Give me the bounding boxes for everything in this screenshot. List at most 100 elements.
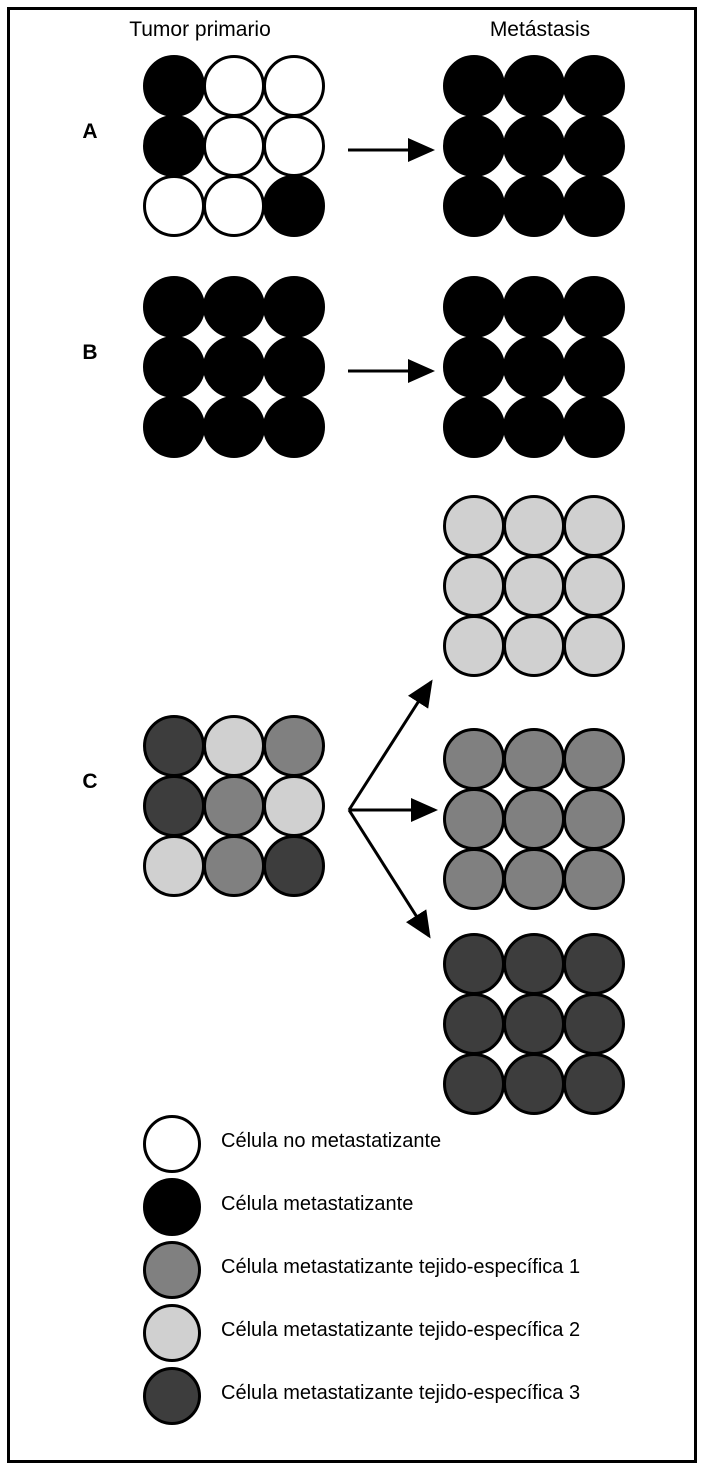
tumor-cell [563, 555, 625, 617]
tumor-cell [143, 276, 205, 338]
tumor-cell [143, 115, 205, 177]
legend-swatch-circle-icon [143, 1241, 201, 1299]
tumor-cell [563, 848, 625, 910]
cell-grid-panel-c-metastasis-3 [443, 933, 625, 1115]
legend-swatch-circle-icon [143, 1367, 201, 1425]
tumor-cell [443, 728, 505, 790]
tumor-cell [263, 55, 325, 117]
tumor-cell [203, 55, 265, 117]
tumor-cell [503, 1053, 565, 1115]
tumor-cell [203, 175, 265, 237]
tumor-cell [203, 396, 265, 458]
arrow-group-panel-c [347, 679, 438, 939]
tumor-cell [563, 495, 625, 557]
tumor-cell [143, 835, 205, 897]
tumor-cell [563, 396, 625, 458]
figure-frame: Tumor primario Metástasis A B C [7, 7, 697, 1463]
legend-label: Célula no metastatizante [221, 1130, 442, 1152]
tumor-cell [443, 993, 505, 1055]
tumor-cell [443, 336, 505, 398]
tumor-cell [503, 848, 565, 910]
tumor-cell [503, 115, 565, 177]
legend-swatch-circle-icon [143, 1304, 201, 1362]
tumor-cell [503, 788, 565, 850]
tumor-cell [263, 175, 325, 237]
tumor-cell [443, 276, 505, 338]
tumor-cell [503, 276, 565, 338]
tumor-cell [503, 396, 565, 458]
tumor-cell [503, 728, 565, 790]
tumor-cell [443, 396, 505, 458]
tumor-cell [263, 276, 325, 338]
tumor-cell [263, 715, 325, 777]
tumor-cell [503, 555, 565, 617]
tumor-cell [563, 115, 625, 177]
tumor-cell [263, 775, 325, 837]
cell-grid-panel-b-primary-tumor [143, 276, 325, 458]
arrow-panel-a [348, 138, 435, 162]
tumor-cell [143, 775, 205, 837]
tumor-cell [203, 336, 265, 398]
tumor-cell [563, 933, 625, 995]
tumor-cell [143, 396, 205, 458]
tumor-cell [443, 115, 505, 177]
tumor-cell [503, 175, 565, 237]
tumor-cell [503, 615, 565, 677]
tumor-cell [503, 55, 565, 117]
legend-swatch-circle-icon [143, 1115, 201, 1173]
legend-label: Célula metastatizante [221, 1193, 414, 1215]
legend-swatch-circle-icon [143, 1178, 201, 1236]
tumor-cell [203, 775, 265, 837]
tumor-cell [563, 615, 625, 677]
tumor-cell [443, 175, 505, 237]
tumor-cell [203, 115, 265, 177]
tumor-cell [563, 788, 625, 850]
tumor-cell [503, 495, 565, 557]
tumor-cell [503, 933, 565, 995]
tumor-cell [563, 276, 625, 338]
legend-label: Célula metastatizante tejido-específica … [221, 1382, 581, 1404]
tumor-cell [503, 993, 565, 1055]
tumor-cell [563, 1053, 625, 1115]
tumor-cell [443, 555, 505, 617]
tumor-cell [443, 1053, 505, 1115]
panel-letter-a: A [82, 120, 98, 143]
column-header-primary-tumor: Tumor primario [129, 18, 271, 41]
tumor-cell [143, 175, 205, 237]
cell-grid-panel-b-metastasis [443, 276, 625, 458]
tumor-cell [203, 276, 265, 338]
tumor-cell [563, 175, 625, 237]
tumor-cell [143, 336, 205, 398]
cell-grid-panel-c-metastasis-1 [443, 495, 625, 677]
tumor-cell [263, 336, 325, 398]
arrow-panel-c-down [347, 809, 431, 939]
cell-grid-panel-a-metastasis [443, 55, 625, 237]
tumor-cell [563, 55, 625, 117]
tumor-cell [263, 115, 325, 177]
arrow-panel-c-up [347, 679, 433, 811]
legend-label: Célula metastatizante tejido-específica … [221, 1319, 581, 1341]
tumor-cell [443, 495, 505, 557]
cell-grid-panel-a-primary-tumor [143, 55, 325, 237]
legend-item: Célula no metastatizante [143, 1115, 663, 1178]
cell-grid-panel-c-metastasis-2 [443, 728, 625, 910]
tumor-cell [143, 715, 205, 777]
tumor-cell [563, 336, 625, 398]
legend-item: Célula metastatizante tejido-específica … [143, 1241, 663, 1304]
legend-item: Célula metastatizante tejido-específica … [143, 1367, 663, 1430]
legend-label: Célula metastatizante tejido-específica … [221, 1256, 581, 1278]
legend-item: Célula metastatizante tejido-específica … [143, 1304, 663, 1367]
tumor-cell [563, 993, 625, 1055]
tumor-cell [263, 835, 325, 897]
tumor-cell [263, 396, 325, 458]
tumor-cell [203, 715, 265, 777]
cell-grid-panel-c-primary-tumor [143, 715, 325, 897]
tumor-cell [143, 55, 205, 117]
legend-item: Célula metastatizante [143, 1178, 663, 1241]
tumor-cell [203, 835, 265, 897]
tumor-cell [443, 55, 505, 117]
tumor-cell [443, 615, 505, 677]
tumor-cell [563, 728, 625, 790]
tumor-cell [503, 336, 565, 398]
